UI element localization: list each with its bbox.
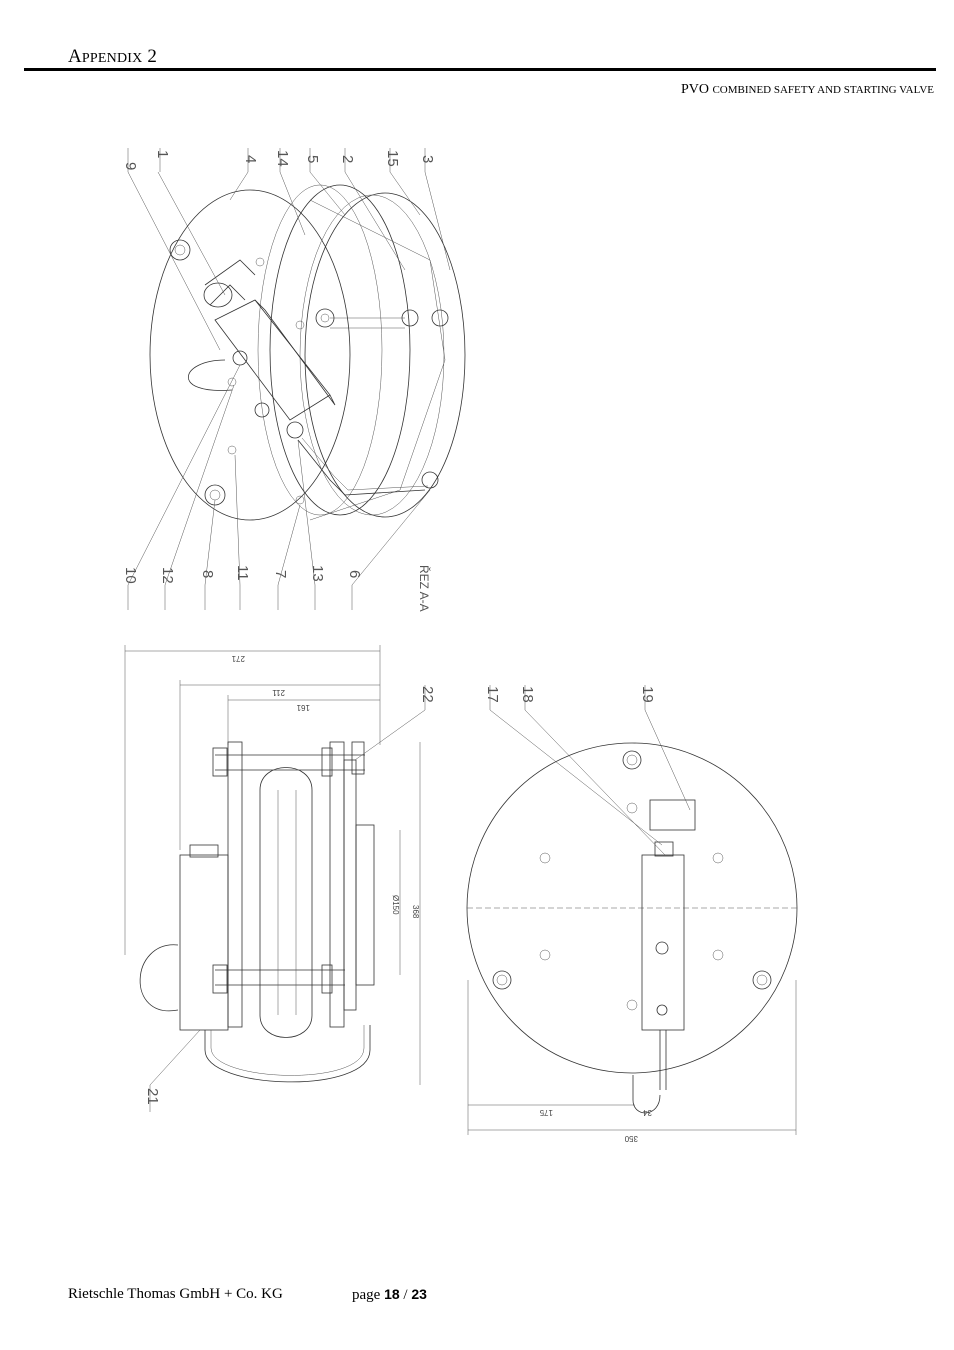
page-total: 23 (411, 1286, 427, 1302)
part-label-14: 14 (274, 150, 291, 167)
part-label-6: 6 (346, 570, 363, 578)
part-label-8: 8 (199, 570, 216, 578)
part-label-10: 10 (122, 567, 139, 584)
appendix-prefix: A (68, 46, 82, 67)
appendix-rest: ppendix (81, 51, 143, 66)
part-label-17: 17 (484, 686, 501, 703)
part-label-1: 1 (154, 150, 171, 158)
part-label-11: 11 (234, 565, 251, 581)
dim-211: 211 (272, 688, 285, 697)
header-rule (24, 68, 936, 71)
part-label-19: 19 (639, 686, 656, 703)
part-label-12: 12 (159, 567, 176, 584)
product-title: PVO combined safety and starting valve (681, 82, 934, 98)
part-label-4: 4 (242, 155, 259, 163)
dim-350: 350 (624, 1134, 638, 1143)
part-label-13: 13 (309, 565, 326, 582)
company-name: Rietschle Thomas GmbH + Co. KG (68, 1286, 283, 1302)
page-number: page 18 / 23 (352, 1286, 427, 1304)
dim-diameter-150: Ø150 (391, 895, 400, 915)
part-label-21: 21 (144, 1088, 161, 1105)
page-word: page (352, 1287, 381, 1303)
appendix-number: 2 (147, 46, 158, 67)
dim-368: 368 (411, 905, 420, 919)
product-description: combined safety and starting valve (712, 84, 934, 96)
isometric-view: 9 1 4 14 5 2 15 3 10 12 8 11 7 13 6 ŘEZ … (122, 148, 466, 612)
part-label-3: 3 (419, 155, 436, 163)
part-label-7: 7 (272, 570, 289, 578)
part-label-2: 2 (339, 155, 356, 163)
dim-161: 161 (296, 703, 310, 712)
page-separator: / (403, 1287, 408, 1303)
part-label-22: 22 (419, 686, 436, 703)
dim-175: 175 (539, 1108, 553, 1117)
front-view: 175 34 350 17 18 19 (466, 685, 798, 1143)
dim-34: 34 (643, 1108, 652, 1117)
appendix-title: Appendix 2 (68, 46, 157, 68)
part-label-18: 18 (519, 686, 536, 703)
section-label: ŘEZ A-A (417, 565, 432, 612)
part-label-15: 15 (384, 150, 401, 167)
part-label-5: 5 (304, 155, 321, 163)
product-code: PVO (680, 82, 709, 97)
part-label-9: 9 (122, 162, 139, 170)
side-view: 271 211 161 Ø150 368 (124, 645, 436, 1112)
dim-271: 271 (231, 654, 245, 663)
page-current: 18 (384, 1286, 400, 1302)
